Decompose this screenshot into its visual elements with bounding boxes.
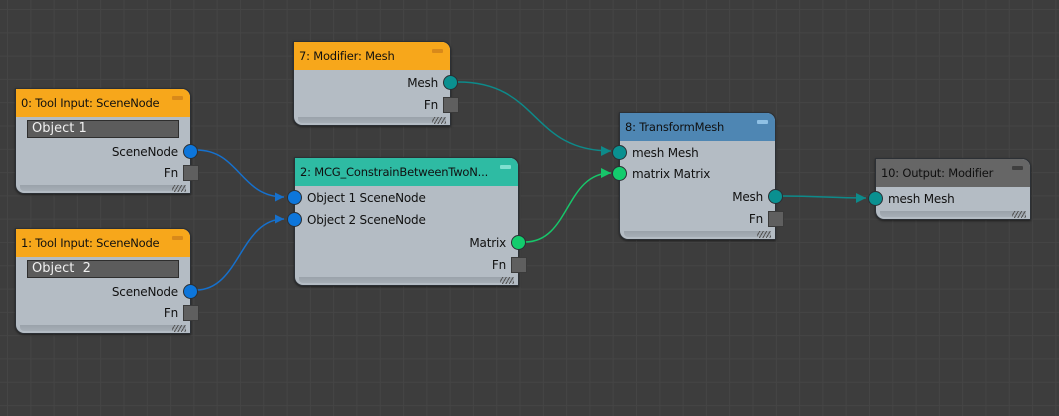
- collapse-icon[interactable]: [432, 49, 443, 53]
- mesh-output-port-icon[interactable]: [768, 189, 783, 204]
- node-footer: [880, 211, 1026, 217]
- mesh-input-port-icon[interactable]: [868, 191, 883, 206]
- output-row: Mesh: [294, 73, 458, 93]
- collapse-icon[interactable]: [1012, 166, 1023, 170]
- collapse-icon[interactable]: [500, 165, 511, 169]
- port-label: SceneNode: [111, 285, 178, 299]
- scenenode-output-port-icon[interactable]: [183, 144, 198, 159]
- resize-grip-icon[interactable]: [172, 325, 186, 332]
- node-footer: [20, 325, 186, 331]
- output-row: SceneNode: [16, 282, 198, 302]
- port-label: Mesh: [407, 76, 438, 90]
- value-field[interactable]: Object 1: [27, 120, 179, 138]
- node-header[interactable]: 0: Tool Input: SceneNode: [16, 89, 190, 117]
- wire-mesh-8-to-output[interactable]: [781, 192, 867, 203]
- node-title: 0: Tool Input: SceneNode: [21, 96, 160, 110]
- matrix-output-port-icon[interactable]: [511, 235, 526, 250]
- resize-grip-icon[interactable]: [1012, 211, 1026, 218]
- node-header[interactable]: 8: TransformMesh: [620, 113, 775, 141]
- fn-row: Fn: [16, 163, 199, 183]
- node-footer: [299, 277, 514, 283]
- wire-scenenode-0-to-object1[interactable]: [195, 149, 285, 202]
- port-label: mesh Mesh: [888, 192, 955, 206]
- resize-grip-icon[interactable]: [172, 185, 186, 192]
- wire-mesh-7-to-transform[interactable]: [457, 81, 612, 156]
- node-modifier-mesh-7[interactable]: 7: Modifier: Mesh Mesh Fn: [293, 41, 459, 126]
- fn-port-icon[interactable]: [511, 257, 527, 273]
- port-label: Fn: [491, 258, 506, 272]
- port-label: Fn: [163, 306, 178, 320]
- port-label: mesh Mesh: [632, 146, 699, 160]
- node-mcg-constrain-2[interactable]: 2: MCG_ConstrainBetweenTwoN... Object 1 …: [287, 157, 527, 286]
- node-title: 2: MCG_ConstrainBetweenTwoN...: [300, 165, 489, 179]
- input-row: mesh Mesh: [868, 189, 1030, 209]
- scenenode-output-port-icon[interactable]: [183, 284, 198, 299]
- resize-grip-icon[interactable]: [432, 117, 446, 124]
- node-title: 1: Tool Input: SceneNode: [21, 236, 160, 250]
- port-label: Object 2 SceneNode: [307, 213, 426, 227]
- collapse-icon[interactable]: [757, 120, 768, 124]
- fn-row: Fn: [294, 95, 459, 115]
- node-output-modifier-10[interactable]: 10: Output: Modifier mesh Mesh: [868, 158, 1031, 220]
- mesh-output-port-icon[interactable]: [443, 75, 458, 90]
- fn-port-icon[interactable]: [443, 97, 459, 113]
- node-header[interactable]: 7: Modifier: Mesh: [294, 42, 450, 70]
- node-header[interactable]: 10: Output: Modifier: [876, 159, 1030, 187]
- fn-row: Fn: [16, 303, 199, 323]
- output-row: SceneNode: [16, 142, 198, 162]
- collapse-icon[interactable]: [172, 236, 183, 240]
- fn-row: Fn: [295, 255, 527, 275]
- output-row: Mesh: [620, 187, 783, 207]
- port-label: SceneNode: [111, 145, 178, 159]
- port-label: Fn: [163, 166, 178, 180]
- resize-grip-icon[interactable]: [500, 277, 514, 284]
- node-transform-mesh-8[interactable]: 8: TransformMesh mesh Mesh matrix Matrix…: [612, 112, 784, 240]
- wire-scenenode-1-to-object2[interactable]: [195, 214, 285, 291]
- input-row: matrix Matrix: [612, 164, 775, 184]
- resize-grip-icon[interactable]: [757, 231, 771, 238]
- port-label: Matrix: [469, 236, 506, 250]
- mesh-input-port-icon[interactable]: [612, 145, 627, 160]
- node-footer: [298, 117, 446, 123]
- fn-row: Fn: [620, 209, 784, 229]
- input-row: Object 1 SceneNode: [287, 188, 518, 208]
- fn-port-icon[interactable]: [183, 165, 199, 181]
- fn-port-icon[interactable]: [183, 305, 199, 321]
- matrix-input-port-icon[interactable]: [612, 166, 627, 181]
- input-row: Object 2 SceneNode: [287, 210, 518, 230]
- port-label: Fn: [748, 212, 763, 226]
- node-title: 10: Output: Modifier: [881, 166, 994, 180]
- input-row: mesh Mesh: [612, 143, 775, 163]
- collapse-icon[interactable]: [172, 96, 183, 100]
- output-row: Matrix: [295, 233, 526, 253]
- port-label: Mesh: [732, 190, 763, 204]
- node-header[interactable]: 2: MCG_ConstrainBetweenTwoN...: [295, 158, 518, 186]
- node-header[interactable]: 1: Tool Input: SceneNode: [16, 229, 190, 257]
- fn-port-icon[interactable]: [768, 211, 784, 227]
- node-footer: [20, 185, 186, 191]
- value-field[interactable]: Object 2: [27, 260, 179, 278]
- node-footer: [624, 231, 771, 237]
- wire-matrix-2-to-transform[interactable]: [524, 168, 612, 243]
- node-tool-input-1[interactable]: 1: Tool Input: SceneNode Object 2 SceneN…: [15, 228, 199, 334]
- port-label: matrix Matrix: [632, 167, 711, 181]
- scenenode-input-port-icon[interactable]: [287, 212, 302, 227]
- node-title: 7: Modifier: Mesh: [299, 49, 395, 63]
- node-tool-input-0[interactable]: 0: Tool Input: SceneNode Object 1 SceneN…: [15, 88, 199, 194]
- scenenode-input-port-icon[interactable]: [287, 190, 302, 205]
- node-title: 8: TransformMesh: [625, 120, 725, 134]
- port-label: Object 1 SceneNode: [307, 191, 426, 205]
- port-label: Fn: [423, 98, 438, 112]
